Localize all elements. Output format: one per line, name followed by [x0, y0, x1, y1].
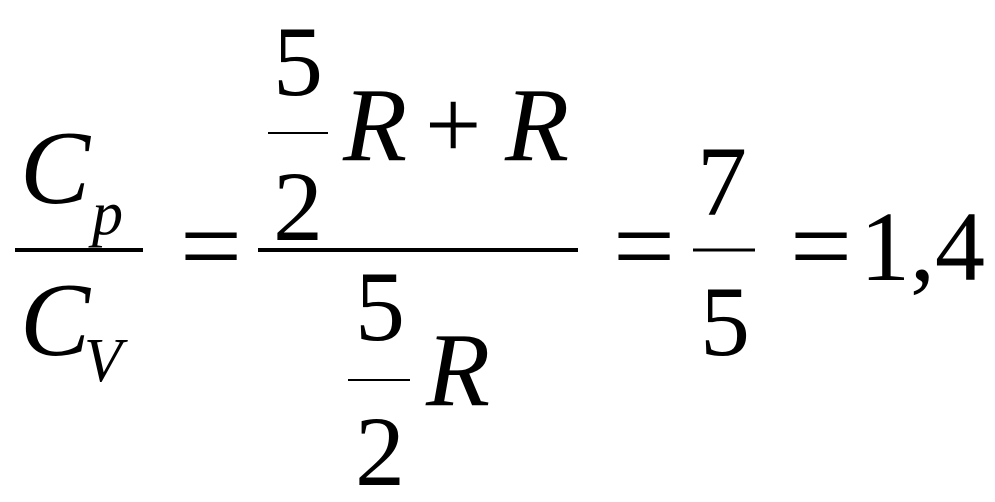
cv-symbol: C — [20, 261, 92, 378]
num-coef-numerator: 5 — [273, 6, 323, 117]
den-r: R — [425, 311, 490, 428]
cv-subscript: V — [84, 327, 128, 395]
result-value: 1,4 — [860, 191, 985, 302]
simplified-denominator: 5 — [700, 266, 750, 377]
num-coef-denominator: 2 — [273, 151, 323, 262]
cp-subscript: p — [88, 180, 123, 248]
equals-sign-3: = — [790, 185, 852, 307]
simplified-numerator: 7 — [697, 126, 747, 237]
equals-sign-1: = — [180, 185, 242, 307]
cp-symbol: C — [20, 109, 92, 226]
den-coef-numerator: 5 — [355, 251, 405, 362]
num-r-1: R — [342, 66, 407, 183]
plus-sign: + — [425, 69, 481, 180]
den-coef-denominator: 2 — [355, 396, 405, 502]
equals-sign-2: = — [613, 185, 675, 307]
num-r-2: R — [504, 66, 569, 183]
